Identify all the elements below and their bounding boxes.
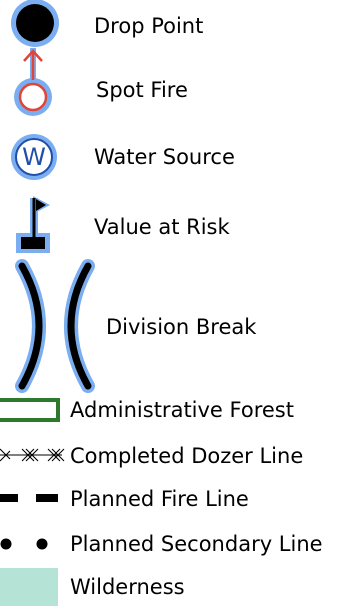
spot-fire-label: Spot Fire: [96, 78, 188, 102]
spot-fire-icon: [14, 48, 52, 116]
water-source-icon: W: [11, 134, 57, 180]
wilderness-icon: [0, 568, 58, 606]
value-at-risk-icon: [16, 196, 50, 253]
water-source-label: Water Source: [94, 145, 235, 169]
wilderness-label: Wilderness: [70, 575, 185, 599]
completed-dozer-line-label: Completed Dozer Line: [70, 444, 304, 468]
value-at-risk-label: Value at Risk: [94, 215, 230, 239]
planned-secondary-line-label: Planned Secondary Line: [70, 532, 323, 556]
division-break-label: Division Break: [106, 315, 257, 339]
planned-fire-line-icon: [0, 494, 58, 502]
planned-fire-line-label: Planned Fire Line: [70, 487, 249, 511]
administrative-forest-label: Administrative Forest: [70, 398, 294, 422]
planned-secondary-line-icon: [0, 538, 48, 550]
drop-point-label: Drop Point: [94, 14, 204, 38]
administrative-forest-icon: [0, 398, 60, 422]
drop-point-icon: [11, 0, 59, 47]
completed-dozer-line-icon: [0, 448, 65, 462]
water-source-letter: W: [22, 143, 46, 171]
division-break-icon: [15, 259, 95, 393]
